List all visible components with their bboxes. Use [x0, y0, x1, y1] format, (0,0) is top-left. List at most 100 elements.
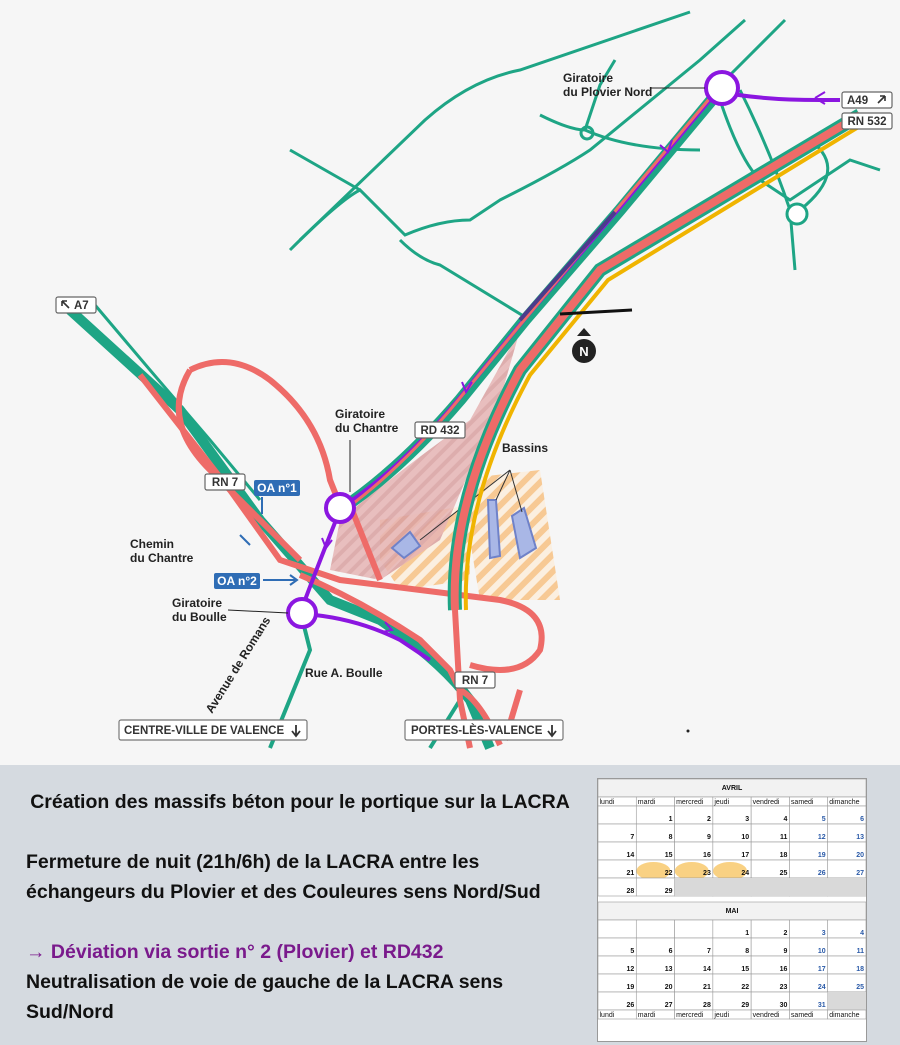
centre-ville-sign: CENTRE-VILLE DE VALENCE: [118, 719, 308, 741]
calendar-day-number: 17: [741, 852, 749, 859]
giratoire-plovier-nord-label-1: Giratoire: [563, 71, 613, 85]
bassin-1: [390, 530, 422, 560]
day-footer: lundi: [600, 1012, 615, 1019]
calendar-day-number: 22: [665, 870, 673, 877]
oa2-label: OA n°2: [217, 574, 257, 588]
calendar-day-number: 13: [665, 966, 673, 973]
calendar-day-number: 25: [856, 984, 864, 991]
giratoire-chantre: [324, 492, 356, 524]
rd432-sign: RD 432: [414, 421, 466, 439]
april-title: AVRIL: [722, 785, 743, 792]
highlight-day: [674, 862, 709, 880]
calendar-day-number: 28: [626, 888, 634, 895]
calendar-day-number: 11: [780, 834, 788, 841]
calendar-day-number: 21: [626, 870, 634, 877]
calendar-day-number: 2: [784, 930, 788, 937]
calendar-day-number: 27: [856, 870, 864, 877]
calendar-day-number: 24: [818, 984, 826, 991]
calendar-day-number: 8: [745, 948, 749, 955]
giratoire-chantre-label-1: Giratoire: [335, 407, 385, 421]
calendar-day-number: 1: [745, 930, 749, 937]
giratoire-chantre-label-2: du Chantre: [335, 421, 399, 435]
chemin-chantre-label-1: Chemin: [130, 537, 174, 551]
day-header: lundi: [600, 799, 615, 806]
calendar-day-number: 1: [669, 816, 673, 823]
calendar-day-number: 18: [780, 852, 788, 859]
day-footer: samedi: [791, 1012, 814, 1019]
calendar-day-number: 15: [665, 852, 673, 859]
day-footer: dimanche: [829, 1012, 859, 1019]
info-title: Création des massifs béton pour le porti…: [30, 791, 570, 813]
calendar-day-number: 14: [626, 852, 634, 859]
calendar-day-number: 28: [703, 1002, 711, 1009]
calendar-day-number: 18: [856, 966, 864, 973]
calendar-day-number: 12: [818, 834, 826, 841]
a7-sign: A7: [55, 296, 97, 314]
calendar-cell: [598, 805, 637, 825]
calendar-day-number: 26: [818, 870, 826, 877]
calendar-day-number: 20: [665, 984, 673, 991]
north-arrow-icon: N: [572, 328, 596, 363]
day-footer: jeudi: [713, 1012, 729, 1019]
calendar-day-number: 4: [860, 930, 864, 937]
calendar-day-number: 29: [665, 888, 673, 895]
rue-boulle-label: Rue A. Boulle: [305, 666, 383, 680]
filler-cell: [827, 992, 866, 1010]
svg-text:RN 7: RN 7: [212, 477, 238, 489]
day-footer: vendredi: [753, 1012, 780, 1019]
svg-text:CENTRE-VILLE DE VALENCE: CENTRE-VILLE DE VALENCE: [124, 725, 284, 737]
calendar-day-number: 30: [780, 1002, 788, 1009]
calendar-day-number: 3: [822, 930, 826, 937]
giratoire-boulle-label-2: du Boulle: [172, 610, 227, 624]
filler-cell: [674, 878, 866, 896]
calendar-day-number: 16: [780, 966, 788, 973]
calendar-day-number: 8: [669, 834, 673, 841]
giratoire-boulle: [286, 597, 318, 629]
calendar-day-number: 11: [857, 948, 865, 955]
calendar-day-number: 20: [856, 852, 864, 859]
svg-text:PORTES-LÈS-VALENCE: PORTES-LÈS-VALENCE: [411, 724, 543, 737]
calendar-cell: [674, 919, 714, 939]
calendar-day-number: 13: [856, 834, 864, 841]
highlight-day: [713, 862, 747, 880]
calendar-day-number: 27: [665, 1002, 673, 1009]
giratoire-small-2: [785, 202, 809, 226]
svg-text:RN 7: RN 7: [462, 675, 488, 687]
oa1-badge: [254, 480, 300, 496]
svg-text:RN 532: RN 532: [848, 116, 887, 128]
compass-label: N: [579, 344, 588, 359]
calendar-day-number: 29: [741, 1002, 749, 1009]
giratoire-plovier-nord: [704, 70, 740, 106]
info-deviation-text: → Déviation via sortie n° 2 (Plovier) et…: [26, 941, 444, 963]
bassin-3: [510, 506, 538, 560]
svg-text:RD 432: RD 432: [421, 425, 460, 437]
map: OA n°1 OA n°2 A7 A49 RN 532 RN 7 RD 432 …: [55, 10, 893, 750]
calendar-day-number: 10: [818, 948, 826, 955]
giratoire-small-1: [579, 125, 595, 141]
calendar-day-number: 7: [707, 948, 711, 955]
calendar-day-number: 3: [745, 816, 749, 823]
day-header: dimanche: [829, 799, 859, 806]
calendar-day-number: 19: [626, 984, 634, 991]
giratoire-plovier-nord-label-2: du Plovier Nord: [563, 85, 652, 99]
calendar-day-number: 9: [784, 948, 788, 955]
calendar-cell: [598, 919, 637, 939]
may-title: MAI: [726, 908, 739, 915]
info-neutralisation-text: Neutralisation de voie de gauche de la L…: [26, 971, 504, 1023]
calendar-day-number: 9: [707, 834, 711, 841]
svg-text:A7: A7: [74, 300, 89, 312]
rn532-sign: RN 532: [841, 112, 893, 130]
info-closure-text: Fermeture de nuit (21h/6h) de la LACRA e…: [26, 851, 541, 903]
calendar-day-number: 6: [860, 816, 864, 823]
day-header: mercredi: [676, 799, 704, 806]
calendar-day-number: 5: [822, 816, 826, 823]
calendar-day-number: 16: [703, 852, 711, 859]
calendar-day-number: 22: [741, 984, 749, 991]
worksite-zone-red: [330, 330, 520, 580]
calendar-day-number: 2: [707, 816, 711, 823]
calendar-day-number: 6: [669, 948, 673, 955]
calendar-day-number: 23: [780, 984, 788, 991]
portes-les-valence-sign: PORTES-LÈS-VALENCE: [404, 719, 564, 741]
calendar-day-number: 24: [741, 870, 749, 877]
